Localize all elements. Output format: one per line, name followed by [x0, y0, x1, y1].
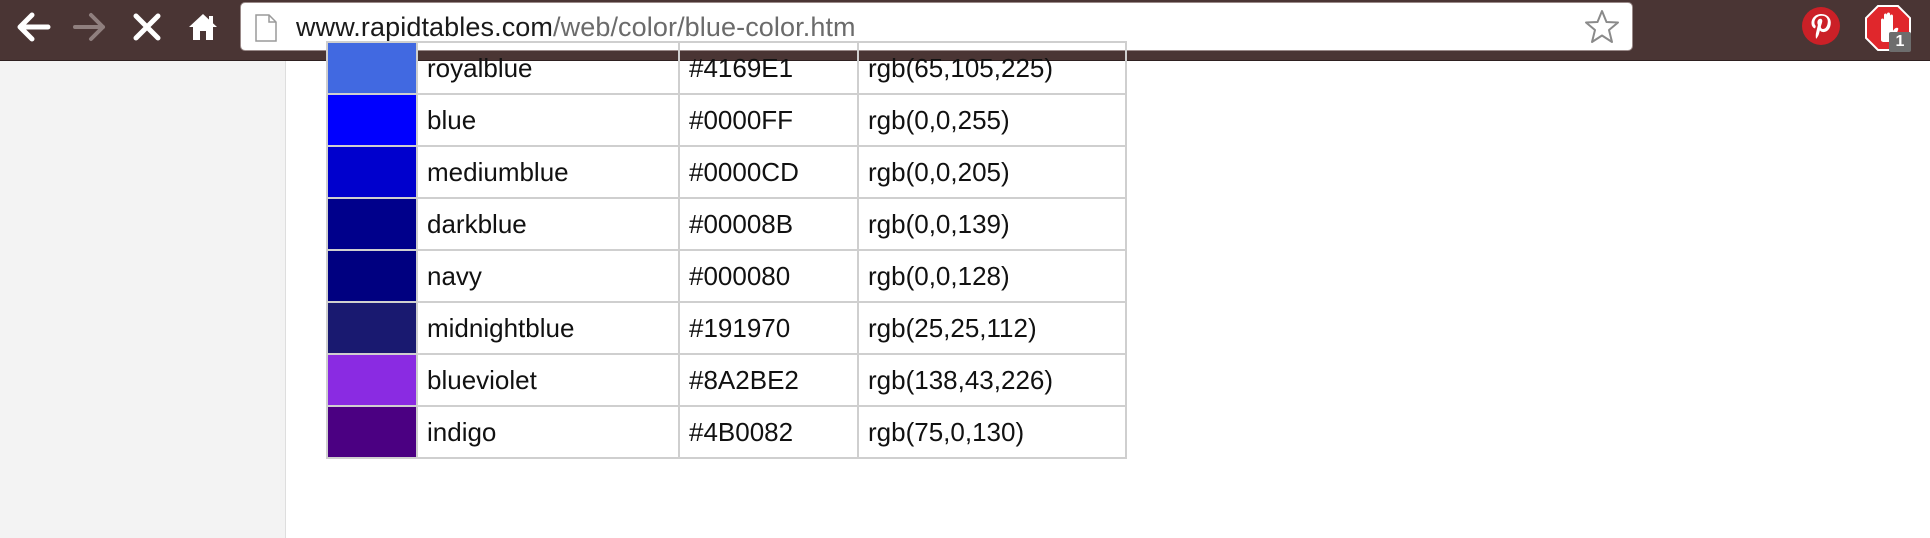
table-row: darkblue #00008B rgb(0,0,139)	[326, 197, 1127, 251]
color-swatch	[328, 147, 416, 197]
arrow-left-icon	[17, 12, 51, 42]
color-name: blueviolet	[416, 353, 680, 407]
table-row: blue #0000FF rgb(0,0,255)	[326, 93, 1127, 147]
blue-colors-table: royalblue #4169E1 rgb(65,105,225) blue #…	[326, 41, 1127, 459]
color-name: blue	[416, 93, 680, 147]
page-left-gutter	[0, 61, 286, 538]
color-rgb: rgb(0,0,255)	[857, 93, 1127, 147]
color-swatch-cell	[326, 197, 418, 251]
color-rgb: rgb(25,25,112)	[857, 301, 1127, 355]
color-name: mediumblue	[416, 145, 680, 199]
color-hex: #000080	[678, 249, 859, 303]
color-name: midnightblue	[416, 301, 680, 355]
color-hex: #0000CD	[678, 145, 859, 199]
color-rgb: rgb(65,105,225)	[857, 41, 1127, 95]
color-hex: #4B0082	[678, 405, 859, 459]
color-hex: #00008B	[678, 197, 859, 251]
table-row: mediumblue #0000CD rgb(0,0,205)	[326, 145, 1127, 199]
adblock-badge: 1	[1889, 32, 1911, 52]
url-host: www.rapidtables.com	[296, 12, 554, 42]
color-swatch-cell	[326, 301, 418, 355]
close-icon	[133, 13, 161, 41]
color-rgb: rgb(0,0,205)	[857, 145, 1127, 199]
color-swatch	[328, 95, 416, 145]
color-hex: #0000FF	[678, 93, 859, 147]
color-swatch	[328, 251, 416, 301]
color-swatch-cell	[326, 41, 418, 95]
pinterest-icon[interactable]	[1801, 6, 1841, 46]
page-content: royalblue #4169E1 rgb(65,105,225) blue #…	[286, 41, 1930, 538]
back-button[interactable]	[11, 4, 57, 50]
arrow-right-icon	[73, 13, 105, 41]
color-rgb: rgb(0,0,128)	[857, 249, 1127, 303]
color-swatch-cell	[326, 145, 418, 199]
color-rgb: rgb(138,43,226)	[857, 353, 1127, 407]
home-button[interactable]	[180, 4, 226, 50]
color-hex: #4169E1	[678, 41, 859, 95]
color-hex: #191970	[678, 301, 859, 355]
color-rgb: rgb(0,0,139)	[857, 197, 1127, 251]
table-row: midnightblue #191970 rgb(25,25,112)	[326, 301, 1127, 355]
color-hex: #8A2BE2	[678, 353, 859, 407]
color-swatch-cell	[326, 405, 418, 459]
star-icon[interactable]	[1584, 9, 1620, 45]
home-icon	[189, 14, 217, 40]
color-swatch	[328, 355, 416, 405]
table-row: navy #000080 rgb(0,0,128)	[326, 249, 1127, 303]
color-name: royalblue	[416, 41, 680, 95]
color-swatch	[328, 43, 416, 93]
color-swatch	[328, 303, 416, 353]
table-row: indigo #4B0082 rgb(75,0,130)	[326, 405, 1127, 459]
page-icon	[255, 14, 277, 42]
color-name: navy	[416, 249, 680, 303]
color-swatch-cell	[326, 93, 418, 147]
color-swatch-cell	[326, 353, 418, 407]
table-row: royalblue #4169E1 rgb(65,105,225)	[326, 41, 1127, 95]
color-name: darkblue	[416, 197, 680, 251]
forward-button[interactable]	[66, 4, 112, 50]
url-path: /web/color/blue-color.htm	[553, 12, 856, 42]
table-row: blueviolet #8A2BE2 rgb(138,43,226)	[326, 353, 1127, 407]
color-name: indigo	[416, 405, 680, 459]
stop-button[interactable]	[124, 4, 170, 50]
color-swatch-cell	[326, 249, 418, 303]
url-text[interactable]: www.rapidtables.com/web/color/blue-color…	[296, 11, 856, 43]
color-swatch	[328, 199, 416, 249]
color-swatch	[328, 407, 416, 457]
color-rgb: rgb(75,0,130)	[857, 405, 1127, 459]
